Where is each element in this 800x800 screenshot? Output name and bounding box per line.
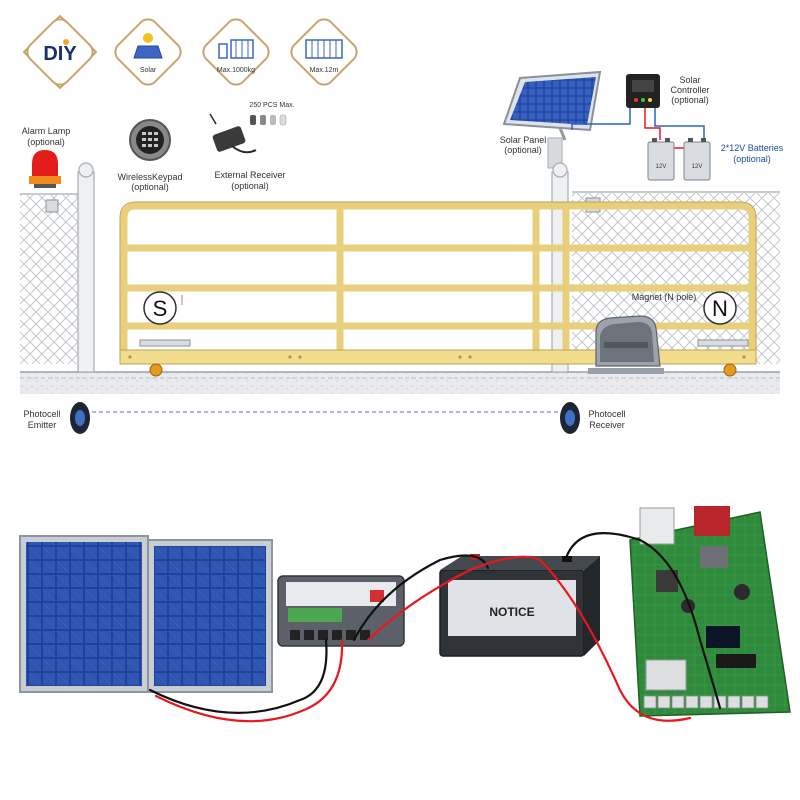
- badge-weight: Max.1000kg: [202, 18, 270, 86]
- gate-wheel-right: [723, 363, 737, 377]
- external-receiver: 250 PCS Max. External Receiver (optional…: [209, 102, 295, 191]
- solar-controller-label: Solar: [679, 75, 700, 85]
- battery-cell-label-2: 12V: [692, 164, 703, 170]
- batteries-accessory: 12V 12V 2*12V Batteries (optional): [647, 138, 784, 181]
- badge-length-label: Max.12m: [310, 67, 339, 74]
- solar-panel-icon-small: [502, 70, 602, 169]
- fence-left: [20, 194, 84, 364]
- photocell-receiver-label-2: Receiver: [589, 420, 625, 430]
- solar-panel-label: Solar Panel: [500, 135, 547, 145]
- badge-solar-label: Solar: [140, 67, 157, 74]
- photocell-receiver: Photocell Receiver: [560, 402, 626, 434]
- battery-unit: NOTICE: [439, 554, 600, 657]
- battery-icon: [647, 138, 711, 181]
- batteries-label: 2*12V Batteries: [721, 143, 784, 153]
- magnet-n: N: [697, 291, 749, 347]
- battery-brand-label: NOTICE: [489, 605, 534, 619]
- batteries-note: (optional): [733, 154, 771, 164]
- wires: [148, 532, 722, 723]
- gate-length-icon: [305, 39, 343, 59]
- solar-controller-accessory: Solar Controller (optional): [571, 74, 710, 149]
- gate-wheel-left: [149, 363, 163, 377]
- photocell-emitter: Photocell Emitter: [23, 402, 90, 434]
- alarm-lamp-icon: [29, 150, 61, 188]
- alarm-lamp: Alarm Lamp (optional): [22, 126, 71, 188]
- keypad-note: (optional): [131, 182, 169, 192]
- receiver-icon: [209, 113, 257, 154]
- gate-scene: S N Magnet (N pole) Photocell Emitter: [20, 162, 780, 434]
- charge-controller: [277, 575, 405, 647]
- solar-panel-note: (optional): [504, 145, 542, 155]
- badge-length: Max.12m: [290, 18, 358, 86]
- solar-controller-label-2: Controller: [670, 85, 709, 95]
- solar-panel-accessory: Solar Panel (optional): [500, 70, 602, 169]
- receiver-note: (optional): [231, 181, 269, 191]
- keypad-icon: [129, 119, 171, 161]
- magnet-n-letter: N: [712, 296, 728, 321]
- photocell-emitter-label: Photocell: [23, 409, 60, 419]
- solar-panels-pair: [19, 535, 273, 693]
- post-left: [77, 171, 95, 373]
- diy-logo-icon: DIY: [43, 43, 77, 65]
- wiring-section: NOTICE: [19, 506, 791, 723]
- weight-icon: [218, 39, 254, 59]
- solar-panel-icon: [133, 33, 163, 59]
- wireless-keypad: WirelessKeypad (optional): [117, 119, 183, 192]
- alarm-lamp-note: (optional): [27, 137, 65, 147]
- magnet-s-letter: S: [153, 296, 168, 321]
- remote-keyfobs-icon: [250, 114, 287, 126]
- gate-motor: [588, 315, 664, 374]
- control-board: [629, 506, 791, 717]
- battery-cell-label-1: 12V: [656, 164, 667, 170]
- gear-rack: [119, 349, 757, 365]
- controller-icon: [626, 74, 660, 108]
- photocell-emitter-label-2: Emitter: [28, 420, 57, 430]
- badge-weight-label: Max.1000kg: [217, 67, 255, 74]
- badge-solar: Solar: [114, 18, 182, 86]
- keypad-label: WirelessKeypad: [117, 172, 182, 182]
- alarm-lamp-label: Alarm Lamp: [22, 126, 71, 136]
- feature-badges: DIY Solar Max.1000kg: [23, 15, 358, 89]
- badge-diy: DIY: [23, 15, 97, 89]
- photocell-emitter-icon: [70, 402, 90, 434]
- photocell-receiver-label: Photocell: [588, 409, 625, 419]
- receiver-label: External Receiver: [214, 170, 285, 180]
- photocell-receiver-icon: [560, 402, 580, 434]
- magnet-label: Magnet (N pole): [632, 292, 697, 302]
- receiver-capacity: 250 PCS Max.: [249, 102, 294, 109]
- magnet-s: S: [139, 291, 191, 347]
- solar-controller-note: (optional): [671, 95, 709, 105]
- ground: [20, 372, 780, 394]
